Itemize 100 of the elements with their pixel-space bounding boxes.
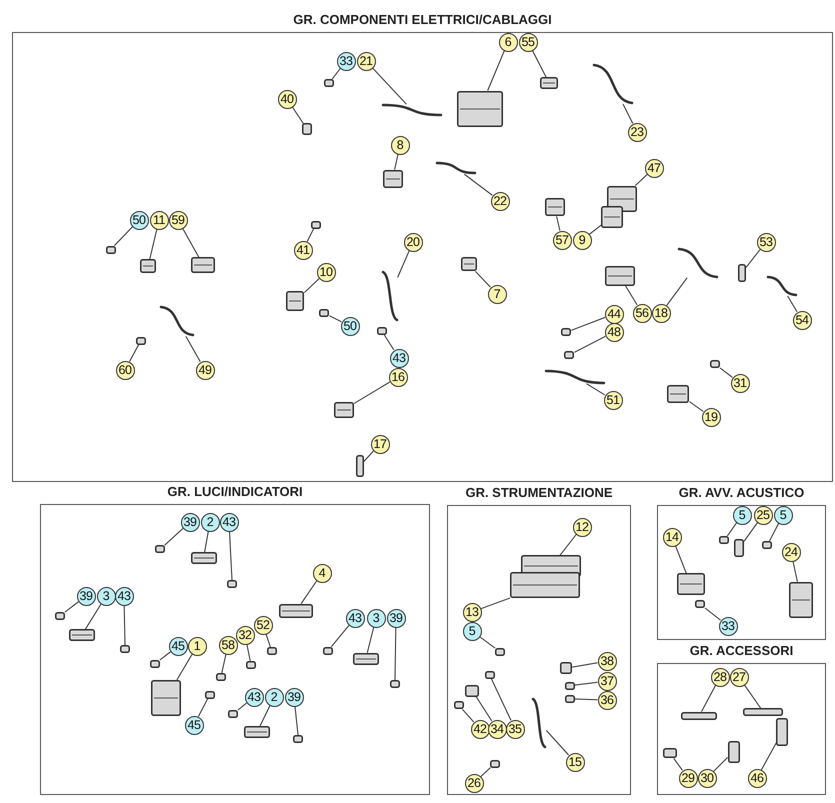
leader-line	[570, 316, 606, 331]
callout-number: 7	[488, 284, 506, 304]
callout-number: 29	[678, 768, 698, 788]
part-drawing	[719, 536, 730, 544]
callout-number: 43	[114, 586, 134, 606]
callout-number: 47	[644, 158, 664, 178]
leader-line	[294, 706, 299, 736]
callout-number: 18	[652, 304, 670, 322]
leader-line	[260, 705, 270, 726]
leader-line	[397, 250, 410, 278]
part-drawing	[593, 64, 633, 104]
part-drawing	[694, 600, 705, 608]
leader-line	[328, 315, 342, 322]
leader-line	[574, 698, 598, 700]
callout-number: 60	[116, 360, 134, 380]
part-drawing	[495, 648, 506, 656]
callout-number: 5	[774, 506, 792, 524]
leader-line	[363, 450, 374, 462]
leader-line	[673, 758, 683, 771]
part-drawing	[560, 662, 572, 674]
part-drawing	[676, 573, 705, 596]
leader-line	[666, 277, 688, 306]
part-drawing	[743, 708, 784, 716]
part-drawing	[454, 701, 464, 710]
callout-number: 46	[748, 768, 766, 788]
callout-number: 35	[506, 720, 524, 738]
part-drawing	[465, 684, 480, 697]
callout-number: 53	[756, 232, 776, 252]
callout-number: 2	[200, 512, 220, 532]
part-drawing	[140, 259, 156, 274]
part-drawing	[68, 629, 95, 642]
leader-line	[464, 174, 493, 196]
callout-number: 39	[180, 512, 200, 532]
leader-line	[124, 605, 126, 646]
callout-number: 17	[370, 434, 390, 454]
part-drawing	[545, 370, 606, 384]
callout-number: 15	[566, 752, 584, 772]
leader-line	[114, 226, 133, 246]
part-drawing	[190, 552, 217, 564]
leader-line	[394, 154, 398, 170]
callout-number: 9	[572, 230, 592, 250]
part-drawing	[561, 328, 572, 336]
callout-number: 43	[346, 608, 364, 628]
part-drawing	[601, 206, 624, 228]
leader-line	[546, 730, 570, 756]
leader-line	[394, 627, 396, 681]
callout-number: 56	[632, 304, 652, 322]
part-drawing	[667, 384, 690, 403]
leader-line	[182, 228, 200, 258]
callout-number: 58	[218, 636, 238, 654]
part-drawing	[762, 541, 772, 550]
callout-number: 41	[294, 240, 312, 260]
leader-line	[229, 531, 232, 581]
callout-number: 57	[552, 230, 572, 250]
group-heading: GR. ACCESSORI	[690, 643, 794, 658]
part-drawing	[286, 291, 304, 312]
leader-line	[559, 534, 577, 556]
part-drawing	[766, 276, 797, 296]
part-drawing	[564, 694, 575, 703]
part-drawing	[376, 326, 387, 335]
part-drawing	[302, 123, 312, 136]
part-drawing	[510, 572, 580, 598]
callout-number: 14	[662, 528, 682, 546]
callout-number: 16	[388, 368, 408, 386]
callout-number: 26	[464, 774, 484, 792]
callout-number: 33	[336, 52, 356, 70]
part-drawing	[120, 645, 130, 654]
leader-line	[84, 604, 102, 630]
callout-number: 22	[490, 192, 510, 210]
callout-number: 25	[754, 506, 772, 524]
part-drawing	[136, 336, 146, 345]
part-drawing	[532, 698, 546, 748]
callout-number: 45	[184, 716, 204, 734]
callout-number: 38	[598, 652, 616, 670]
leader-line	[589, 224, 602, 235]
leader-line	[689, 401, 704, 412]
callout-number: 10	[316, 262, 336, 282]
callout-number: 40	[278, 90, 296, 108]
leader-line	[479, 636, 496, 649]
callout-number: 23	[628, 122, 646, 142]
leader-line	[332, 68, 341, 80]
part-drawing	[678, 248, 718, 278]
callout-number: 39	[76, 586, 96, 606]
part-drawing	[663, 748, 678, 758]
part-drawing	[710, 360, 720, 368]
leader-line	[266, 634, 271, 648]
callout-number: 3	[96, 586, 116, 606]
callout-number: 24	[782, 542, 800, 562]
group-heading: GR. LUCI/INDICATORI	[167, 484, 303, 499]
callout-number: 52	[254, 616, 272, 634]
leader-line	[675, 545, 687, 574]
part-drawing	[323, 646, 334, 655]
leader-line	[304, 278, 320, 294]
callout-number: 27	[730, 668, 748, 686]
part-drawing	[564, 350, 574, 359]
leader-line	[246, 644, 251, 662]
leader-line	[487, 50, 505, 91]
part-drawing	[540, 77, 558, 90]
callout-number: 4	[312, 564, 332, 582]
callout-number: 37	[598, 672, 616, 690]
